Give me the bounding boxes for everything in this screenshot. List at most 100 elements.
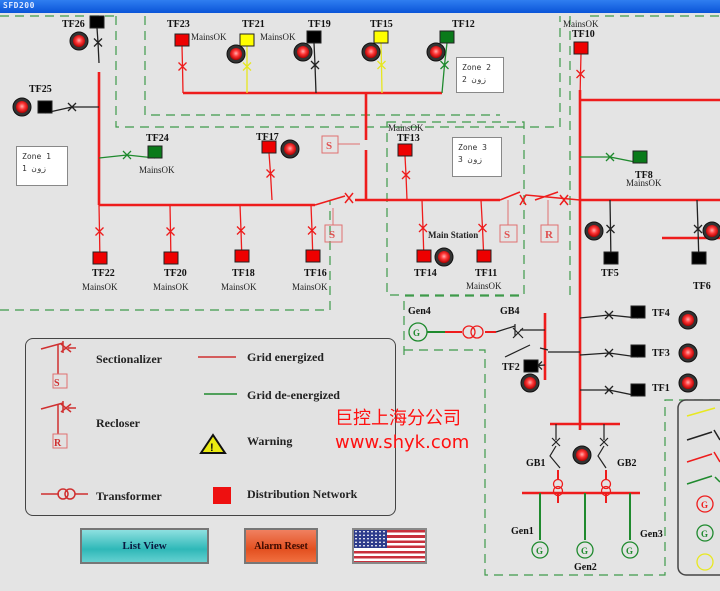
transformer-name: TF23 [167,19,190,30]
transformer-status-box[interactable] [163,251,179,265]
alarm-lamp-icon [226,44,246,64]
feeder-tf15 [377,42,386,94]
alarm-lamp-icon [678,310,698,330]
svg-text:G: G [581,546,588,556]
transformer-tf5[interactable]: TF5 [601,251,619,279]
transformer-status-box[interactable] [691,251,707,265]
svg-text:G: G [536,546,543,556]
transformer-status: MainsOK [626,178,662,188]
feeder-tf3 [579,348,639,358]
svg-text:GB2: GB2 [617,458,636,469]
transformer-tf12[interactable]: TF12 [439,19,475,44]
svg-text:GB1: GB1 [526,458,545,469]
transformer-status-box[interactable] [373,30,389,44]
transformer-status-box[interactable] [603,251,619,265]
switch-icon [440,42,449,94]
transformer-name: TF6 [693,281,711,292]
transformer-status-box[interactable] [261,140,277,154]
transformer-status-box[interactable] [92,251,108,265]
transformer-status-box[interactable] [174,33,190,47]
transformer-status-box[interactable] [234,249,250,263]
transformer-name: TF1 [652,383,670,394]
language-us-flag-button[interactable] [352,528,427,564]
alarm-reset-button[interactable]: Alarm Reset [244,528,318,564]
legend-symbols: ! S R [40,341,237,504]
transformer-status-box[interactable] [632,150,648,164]
feeder-tf13 [401,155,411,201]
legend-grid-energized: Grid energized [247,350,324,364]
transformer-status-box[interactable] [305,249,321,263]
feeder-tf20 [166,204,175,265]
zone-1-label: Zone 1 زون 1 [16,146,68,186]
sectionalizer-boxes: S S S R [321,135,559,243]
transformer-name: TF21 [242,19,265,30]
switch-icon [580,152,641,164]
transformer-tf6[interactable]: TF6 [691,251,711,292]
transformer-name: TF17 [256,132,279,143]
transformer-tf26[interactable]: TF26 [62,15,105,30]
transformer-name: TF22 [92,268,115,279]
transformer-status-box[interactable] [630,344,646,358]
transformer-status-box[interactable] [147,145,163,159]
svg-text:Gen4: Gen4 [408,306,431,317]
transformer-tf17[interactable]: TF17 [256,132,279,154]
transformer-name: TF15 [370,19,393,30]
switch-icon [242,46,252,93]
alarm-lamp-icon [520,373,540,393]
transformer-name: TF5 [601,268,619,279]
transformer-tf4[interactable]: TF4 [630,305,670,319]
feeder-tf17 [266,152,275,201]
switch-icon [93,27,103,64]
transformer-name: TF24 [146,133,169,144]
transformer-status-box[interactable] [630,383,646,397]
transformer-status-box[interactable] [306,30,322,44]
transformer-status-box[interactable] [397,143,413,157]
transformer-tf25[interactable]: TF25 [29,84,53,114]
transformer-status-box[interactable] [476,249,492,263]
transformer-status-box[interactable] [416,249,432,263]
transformer-tf1[interactable]: TF1 [630,383,670,397]
transformer-status-box[interactable] [523,359,539,373]
transformer-tf2[interactable]: TF2 [502,359,539,373]
transformer-status-box[interactable] [239,33,255,47]
svg-text:Main Station: Main Station [428,230,478,240]
transformer-status-box[interactable] [37,100,53,114]
transformer-name: TF11 [475,268,497,279]
switch-icon [98,150,156,160]
list-view-button[interactable]: List View [80,528,209,564]
transformer-tf15[interactable]: TF15 [370,19,393,44]
transformer-tf14[interactable]: TF14 [414,249,437,279]
switch-icon [377,42,386,94]
switch-icon [579,348,639,358]
svg-text:S: S [329,229,335,241]
switch-icon [236,204,246,263]
legend-distribution-network: Distribution Network [247,487,358,501]
zone-boundaries [0,15,720,576]
zone-2-boundary [115,16,561,128]
feeder-tf11 [478,199,487,263]
legend-transformer: Transformer [96,489,162,503]
transformer-status-box[interactable] [630,305,646,319]
transformer-status-box[interactable] [439,30,455,44]
svg-text:S: S [504,229,510,241]
transformer-status-box[interactable] [573,41,589,55]
transformer-tf19[interactable]: TF19 [306,19,331,44]
transformer-tf3[interactable]: TF3 [630,344,670,359]
transformer-status: MainsOK [292,282,328,292]
feeder-tf23 [178,45,187,94]
transformer-status-box[interactable] [89,15,105,29]
alarm-lamp-icon [678,343,698,363]
switch-icon [178,45,187,94]
alarm-lamp-icon [293,42,313,62]
